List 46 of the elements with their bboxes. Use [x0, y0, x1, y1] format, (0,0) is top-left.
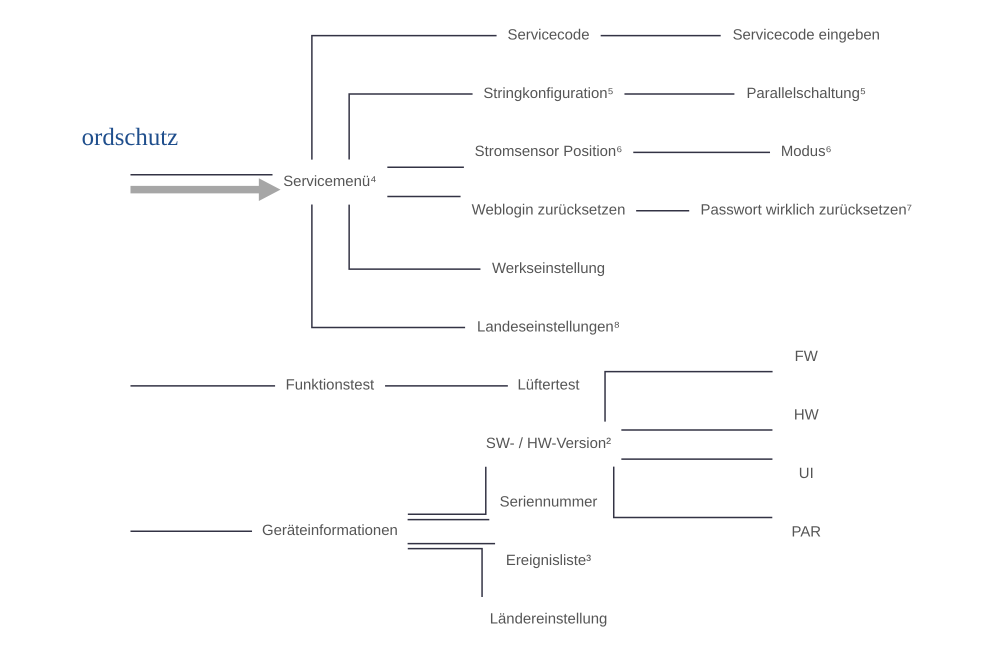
- connector: [408, 548, 483, 597]
- connector: [311, 204, 466, 328]
- connector: [387, 166, 464, 168]
- node-text: SW- / HW-Version²: [486, 436, 612, 452]
- connector: [311, 34, 497, 160]
- connector: [348, 93, 473, 160]
- connector: [621, 458, 772, 460]
- connector: [636, 210, 690, 212]
- connector: [633, 152, 770, 154]
- node-text: Landeseinstellungen⁸: [477, 319, 620, 336]
- arrow: [130, 178, 281, 201]
- node-text: HW: [794, 408, 819, 424]
- node-text: Passwort wirklich zurücksetzen⁷: [700, 202, 912, 219]
- node-text: UI: [798, 466, 814, 482]
- connector: [385, 385, 508, 387]
- node-text: Geräteinformationen: [262, 523, 398, 540]
- node-text: Funktionstest: [286, 378, 374, 394]
- connector: [621, 429, 772, 431]
- node-text: Ereignisliste³: [506, 552, 592, 569]
- node-text: Servicecode: [508, 27, 590, 44]
- node-text: Parallelschaltung⁵: [746, 86, 866, 102]
- node-text: Servicecode eingeben: [732, 27, 880, 44]
- node-text: Werkseinstellung: [492, 260, 606, 277]
- connector: [408, 518, 490, 520]
- connector: [600, 34, 721, 36]
- connector: [130, 530, 252, 532]
- node-text: Modus⁶: [780, 144, 832, 160]
- node-text: Seriennummer: [500, 494, 598, 510]
- node-text: PAR: [792, 524, 822, 540]
- connector: [130, 174, 272, 176]
- connector: [408, 542, 496, 544]
- node-text: Servicemenü⁴: [283, 174, 377, 190]
- node-text: Stromsensor Position⁶: [474, 144, 622, 160]
- label: ordschutz: [82, 124, 178, 151]
- node-text: FW: [794, 349, 818, 366]
- connector: [604, 370, 773, 422]
- connector: [130, 385, 276, 387]
- connector: [408, 466, 487, 515]
- node-text: Ländereinstellung: [490, 611, 608, 628]
- connector: [624, 93, 734, 95]
- connector: [612, 466, 772, 518]
- node-text: Stringkonfiguration⁵: [483, 86, 614, 102]
- node-text: Lüftertest: [517, 378, 580, 394]
- node-text: Weblogin zurücksetzen: [472, 202, 626, 219]
- connector: [387, 196, 461, 198]
- connector: [348, 204, 480, 270]
